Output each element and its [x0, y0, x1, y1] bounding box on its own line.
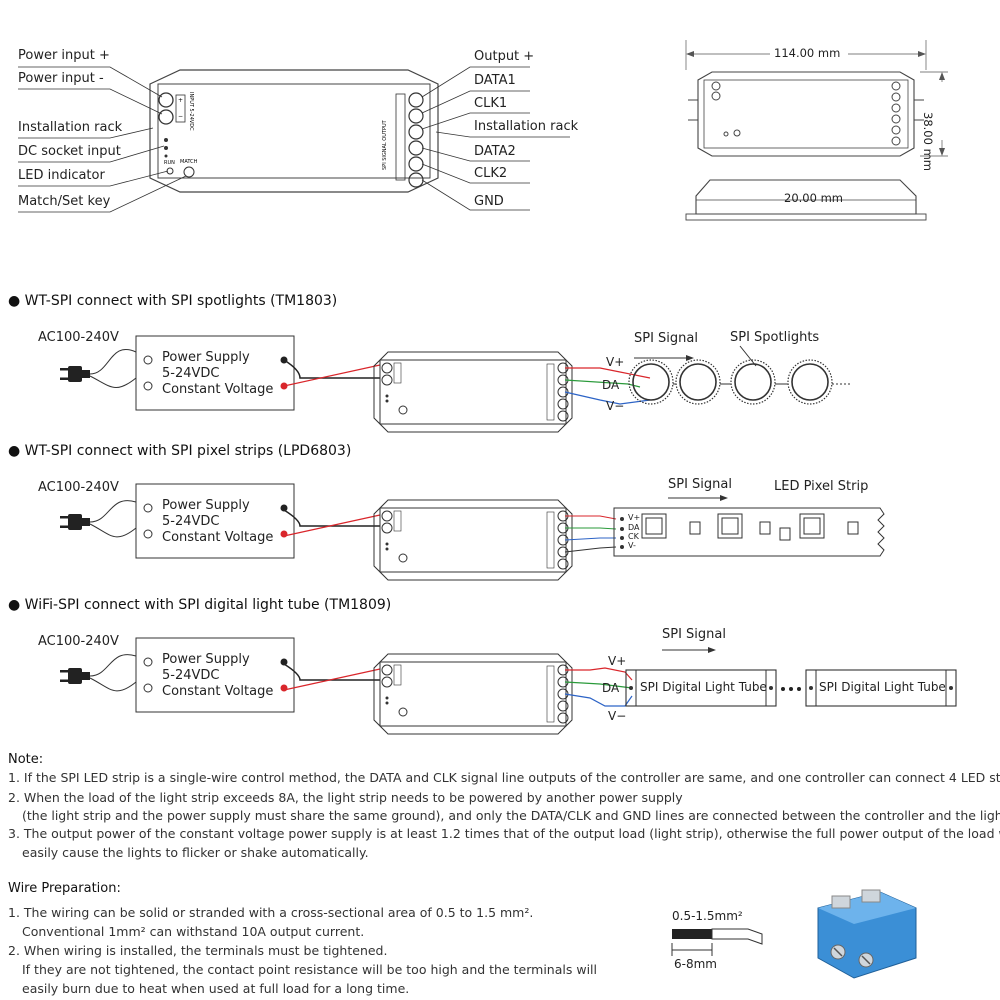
- svg-text:+: +: [178, 97, 183, 104]
- label-power-input-minus: Power input -: [18, 71, 104, 86]
- label-gnd: GND: [474, 194, 504, 209]
- wire-vplus-1: V+: [606, 355, 625, 369]
- psu-line3-2: Constant Voltage: [162, 530, 274, 545]
- notes-title: Note:: [8, 752, 44, 767]
- psu-line2-1: 5-24VDC: [162, 366, 220, 381]
- note-line-5: easily cause the lights to flicker or sh…: [22, 845, 369, 860]
- svg-text:INPUT 5-24VDC: INPUT 5-24VDC: [188, 92, 194, 131]
- wire-prep-line-4: If they are not tightened, the contact p…: [22, 962, 597, 977]
- wire-prep-title: Wire Preparation:: [8, 881, 121, 896]
- section-title-pixel-strips: ● WT-SPI connect with SPI pixel strips (…: [8, 443, 352, 459]
- label-data1: DATA1: [474, 73, 516, 88]
- svg-text:RUN: RUN: [164, 160, 175, 166]
- device-label-tube-2: SPI Digital Light Tube: [819, 680, 946, 694]
- label-data2: DATA2: [474, 144, 516, 159]
- psu-line3-3: Constant Voltage: [162, 684, 274, 699]
- spi-signal-label-2: SPI Signal: [668, 477, 732, 492]
- svg-text:MATCH: MATCH: [180, 159, 198, 165]
- label-match-set-key: Match/Set key: [18, 194, 111, 209]
- label-clk1: CLK1: [474, 96, 508, 111]
- label-clk2: CLK2: [474, 166, 508, 181]
- note-line-2: 2. When the load of the light strip exce…: [8, 790, 683, 805]
- psu-line3-1: Constant Voltage: [162, 382, 274, 397]
- wire-prep-line-1: 1. The wiring can be solid or stranded w…: [8, 905, 534, 920]
- dimension-width: 114.00 mm: [774, 46, 841, 60]
- wire-ck-2: CK: [628, 532, 639, 541]
- note-line-3: (the light strip and the power supply mu…: [22, 808, 1000, 823]
- mains-label-1: AC100-240V: [38, 330, 119, 345]
- section-title-spotlights: ● WT-SPI connect with SPI spotlights (TM…: [8, 293, 338, 309]
- wire-prep-line-2: Conventional 1mm² can withstand 10A outp…: [22, 924, 365, 939]
- cross-section-label: 0.5-1.5mm²: [672, 909, 743, 923]
- wire-prep-line-3: 2. When wiring is installed, the termina…: [8, 943, 388, 958]
- terminal-block-icon: [817, 889, 917, 979]
- wire-vminus-3: V−: [608, 709, 627, 723]
- device-label-tube-1: SPI Digital Light Tube: [640, 680, 767, 694]
- psu-line1-1: Power Supply: [162, 350, 250, 365]
- dimension-depth: 20.00 mm: [784, 191, 843, 205]
- wire-da-2: DA: [628, 523, 640, 532]
- note-line-4: 3. The output power of the constant volt…: [8, 826, 1000, 841]
- spi-signal-label-1: SPI Signal: [634, 331, 698, 346]
- section-title-light-tube: ● WiFi-SPI connect with SPI digital ligh…: [8, 597, 392, 613]
- label-installation-rack-right: Installation rack: [474, 119, 579, 134]
- wire-vplus-3: V+: [608, 654, 627, 668]
- wire-da-1: DA: [602, 378, 620, 392]
- svg-text:SPI SIGNAL OUTPUT: SPI SIGNAL OUTPUT: [382, 119, 388, 170]
- wire-vminus-1: V−: [606, 399, 625, 413]
- note-line-1: 1. If the SPI LED strip is a single-wire…: [8, 770, 1000, 785]
- label-power-input-plus: Power input +: [18, 48, 110, 63]
- device-label-spotlights: SPI Spotlights: [730, 330, 820, 345]
- wire-vplus-2: V+: [628, 513, 641, 522]
- psu-line2-3: 5-24VDC: [162, 668, 220, 683]
- label-output-plus: Output +: [474, 49, 535, 64]
- label-installation-rack-left: Installation rack: [18, 120, 123, 135]
- mains-label-3: AC100-240V: [38, 634, 119, 649]
- psu-line1-3: Power Supply: [162, 652, 250, 667]
- svg-text:−: −: [178, 113, 183, 120]
- label-led-indicator: LED indicator: [18, 168, 105, 183]
- spi-signal-label-3: SPI Signal: [662, 627, 726, 642]
- psu-line1-2: Power Supply: [162, 498, 250, 513]
- label-dc-socket-input: DC socket input: [18, 144, 121, 159]
- wire-da-3: DA: [602, 681, 620, 695]
- device-label-pixel-strip: LED Pixel Strip: [774, 479, 869, 494]
- psu-line2-2: 5-24VDC: [162, 514, 220, 529]
- mains-label-2: AC100-240V: [38, 480, 119, 495]
- strip-length-label: 6-8mm: [674, 957, 717, 971]
- wire-prep-line-5: easily burn due to heat when used at ful…: [22, 981, 410, 996]
- wire-vminus-2: V-: [628, 541, 636, 550]
